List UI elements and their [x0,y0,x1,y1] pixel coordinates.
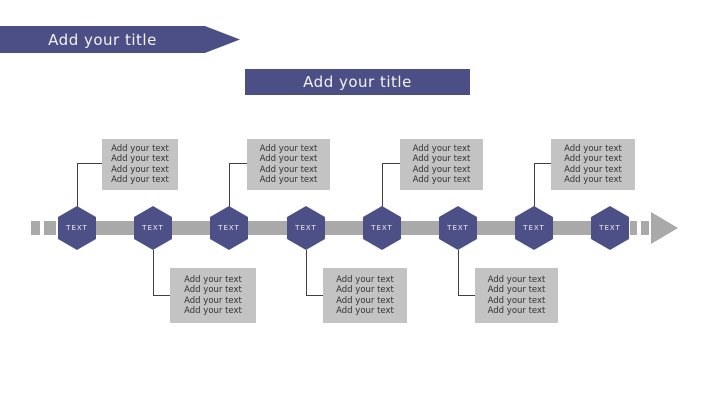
placeholder-line: Add your text [111,154,169,164]
connector-down-2 [153,295,170,296]
placeholder-line: Add your text [111,143,169,154]
timeline-node-3[interactable]: TEXT [210,206,248,250]
connector-up-1 [77,163,78,207]
main-title-box[interactable]: Add your title [245,69,470,95]
placeholder-line: Add your text [487,306,546,316]
placeholder-line: Add your text [259,175,318,185]
placeholder-line: Add your text [184,295,242,306]
connector-up-7 [534,163,551,164]
placeholder-line: Add your text [259,143,318,154]
connector-up-1 [77,163,102,164]
timeline-dash [44,221,56,235]
text-placeholder-top-4[interactable]: Add your text Add your text Add your tex… [551,139,635,190]
placeholder-line: Add your text [487,295,546,306]
placeholder-line: Add your text [184,285,242,295]
timeline-node-label: TEXT [447,224,469,232]
timeline-node-label: TEXT [295,224,317,232]
connector-down-6 [458,295,475,296]
placeholder-line: Add your text [412,164,471,175]
placeholder-line: Add your text [184,274,242,285]
placeholder-line: Add your text [111,164,169,175]
placeholder-line: Add your text [564,143,622,154]
timeline-node-6[interactable]: TEXT [439,206,477,250]
timeline-node-4[interactable]: TEXT [287,206,325,250]
placeholder-line: Add your text [564,164,622,175]
placeholder-line: Add your text [111,175,169,185]
connector-up-5 [382,163,383,207]
banner-arrow-shape[interactable]: Add your title [0,26,240,53]
connector-up-5 [382,163,400,164]
timeline-node-label: TEXT [599,224,621,232]
timeline-dash [630,221,637,235]
placeholder-line: Add your text [487,285,546,295]
placeholder-line: Add your text [412,175,471,185]
timeline-node-label: TEXT [218,224,240,232]
connector-down-4 [306,250,307,295]
placeholder-line: Add your text [564,154,622,164]
timeline-dash [31,221,40,235]
connector-up-3 [229,163,247,164]
connector-up-7 [534,163,535,207]
placeholder-line: Add your text [564,175,622,185]
placeholder-line: Add your text [336,285,394,295]
text-placeholder-bottom-1[interactable]: Add your text Add your text Add your tex… [170,268,256,323]
placeholder-line: Add your text [412,143,471,154]
connector-down-6 [458,250,459,295]
timeline-node-1[interactable]: TEXT [58,206,96,250]
timeline-node-7[interactable]: TEXT [515,206,553,250]
placeholder-line: Add your text [336,274,394,285]
text-placeholder-bottom-2[interactable]: Add your text Add your text Add your tex… [323,268,407,323]
text-placeholder-top-3[interactable]: Add your text Add your text Add your tex… [400,139,483,190]
main-title: Add your title [303,73,412,91]
connector-up-3 [229,163,230,207]
text-placeholder-bottom-3[interactable]: Add your text Add your text Add your tex… [475,268,558,323]
timeline-dash [641,221,649,235]
placeholder-line: Add your text [412,154,471,164]
connector-down-2 [153,250,154,295]
placeholder-line: Add your text [259,154,318,164]
connector-down-4 [306,295,323,296]
text-placeholder-top-2[interactable]: Add your text Add your text Add your tex… [247,139,330,190]
timeline-node-8[interactable]: TEXT [591,206,629,250]
timeline-node-5[interactable]: TEXT [363,206,401,250]
timeline-node-label: TEXT [523,224,545,232]
timeline-bar [58,221,627,235]
timeline-arrowhead-icon [651,212,678,244]
timeline-node-label: TEXT [66,224,88,232]
placeholder-line: Add your text [259,164,318,175]
timeline-node-label: TEXT [371,224,393,232]
placeholder-line: Add your text [184,306,242,316]
banner-title: Add your title [48,30,157,49]
timeline-node-2[interactable]: TEXT [134,206,172,250]
text-placeholder-top-1[interactable]: Add your text Add your text Add your tex… [102,139,178,190]
placeholder-line: Add your text [487,274,546,285]
placeholder-line: Add your text [336,295,394,306]
timeline-node-label: TEXT [142,224,164,232]
placeholder-line: Add your text [336,306,394,316]
